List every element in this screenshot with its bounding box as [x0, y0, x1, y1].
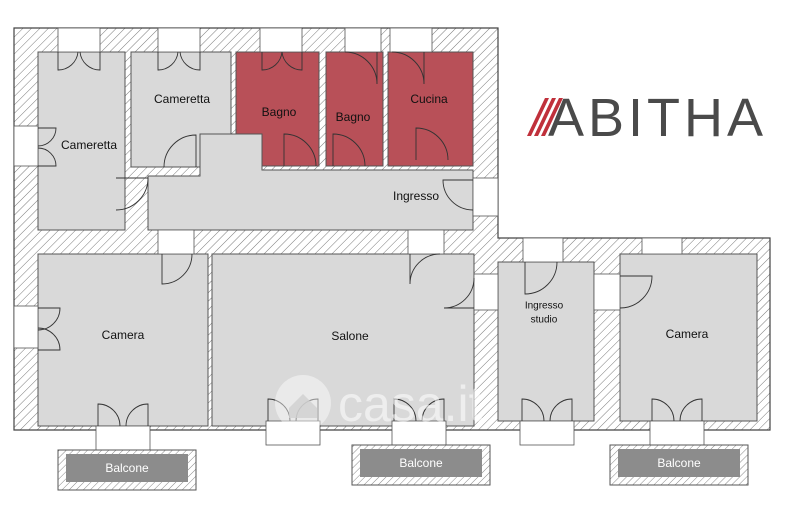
room-ingresso [147, 133, 474, 231]
label-camera-right: Camera [666, 327, 709, 341]
watermark-text: casa.it [338, 376, 483, 432]
room-bagno-2 [325, 51, 384, 167]
balcony-labels: Balcone Balcone Balcone [105, 456, 701, 475]
door-swings [37, 51, 703, 427]
label-balcony-1: Balcone [105, 461, 149, 475]
wall-openings [13, 27, 705, 451]
label-bagno-1: Bagno [262, 105, 297, 119]
brand-logo: ABITHA [527, 88, 767, 148]
label-camera-left: Camera [102, 328, 145, 342]
balcony-3 [618, 449, 740, 477]
label-balcony-3: Balcone [657, 456, 701, 470]
label-ingresso-studio-2: studio [531, 315, 558, 326]
balcony-2 [360, 449, 482, 477]
balcony-1 [66, 454, 188, 482]
balconies [57, 444, 749, 491]
room-camera-right [619, 253, 758, 422]
label-ingresso-studio-1: Ingresso [525, 301, 564, 312]
room-cucina [387, 51, 474, 167]
label-cameretta-top: Cameretta [154, 92, 210, 106]
watermark: casa.it [275, 375, 483, 432]
label-ingresso: Ingresso [393, 189, 439, 203]
room-labels: Cameretta Cameretta Bagno Bagno Cucina I… [61, 92, 709, 343]
label-salone: Salone [331, 329, 369, 343]
brand-name: ABITHA [548, 88, 767, 148]
label-cucina: Cucina [410, 92, 448, 106]
label-bagno-2: Bagno [336, 110, 371, 124]
label-balcony-2: Balcone [399, 456, 443, 470]
rooms [37, 51, 758, 427]
brand-stripes-icon [527, 98, 563, 136]
label-cameretta-left: Cameretta [61, 138, 117, 152]
room-salone [211, 253, 475, 427]
